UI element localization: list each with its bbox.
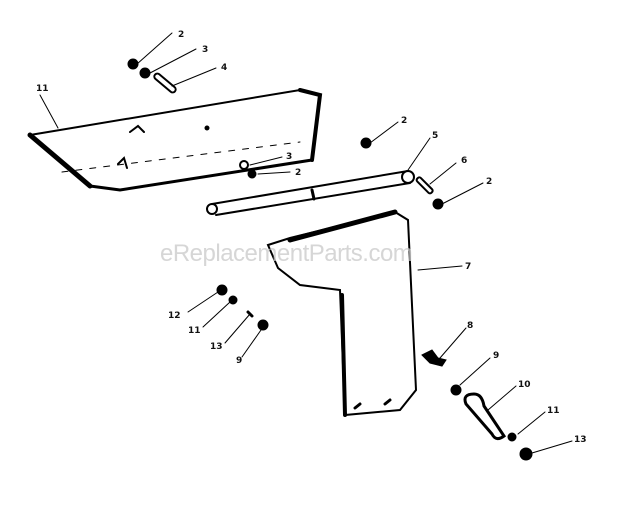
callout-13: 13 (210, 342, 223, 352)
callout-6: 6 (461, 156, 468, 166)
callout-7: 7 (465, 262, 472, 272)
bar-part (206, 170, 415, 216)
guard-part (27, 88, 323, 192)
callout-9: 9 (236, 356, 243, 366)
callout-2c: 2 (401, 116, 408, 126)
watermark: eReplacementParts.com (160, 240, 413, 267)
callout-3: 3 (202, 45, 209, 55)
callout-11b: 11 (188, 326, 201, 336)
callout-12: 12 (168, 311, 181, 321)
callout-11: 11 (36, 84, 49, 94)
callout-2b: 2 (295, 168, 302, 178)
callout-2: 2 (178, 30, 185, 40)
callout-5: 5 (432, 131, 439, 141)
callout-3b: 3 (286, 152, 293, 162)
callout-8: 8 (467, 321, 474, 331)
callout-13b: 13 (574, 435, 587, 445)
callout-4: 4 (221, 63, 228, 73)
callout-2d: 2 (486, 177, 493, 187)
callout-10: 10 (518, 380, 531, 390)
callout-11c: 11 (547, 406, 560, 416)
callout-9b: 9 (493, 351, 500, 361)
bracket-part (266, 209, 418, 417)
